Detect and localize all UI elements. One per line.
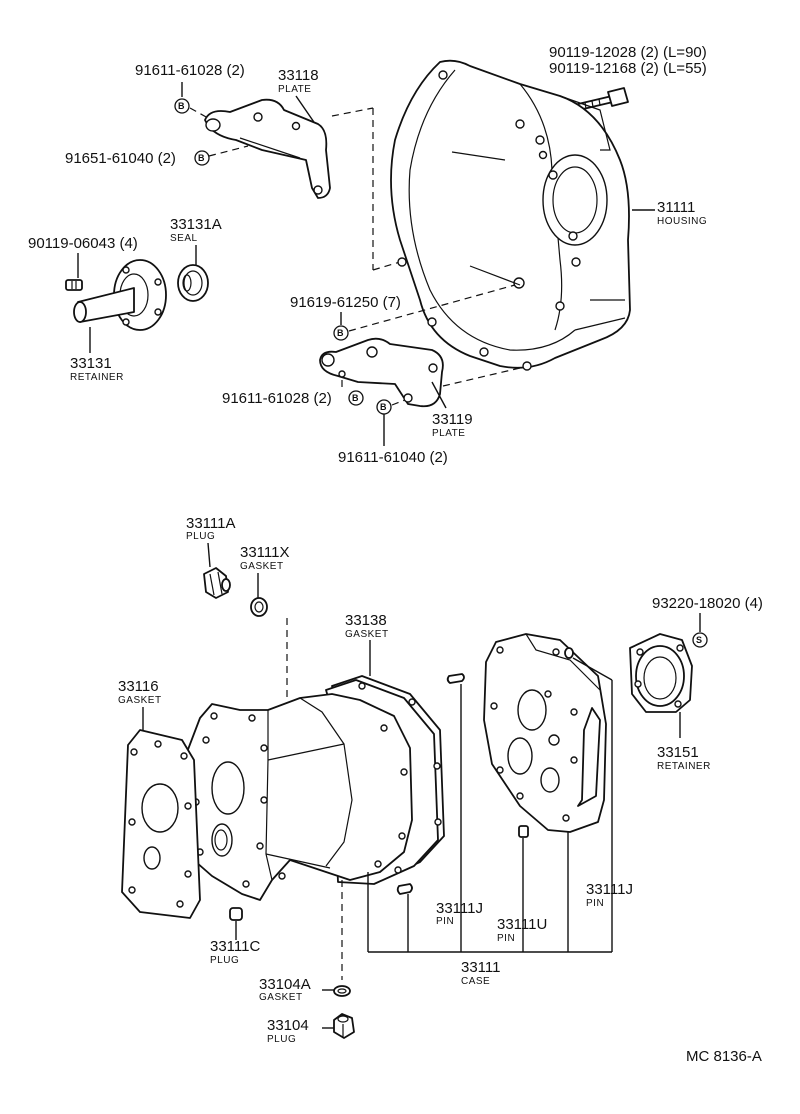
part-33151-number: 33151 [657, 744, 699, 761]
part-33111U-number: 33111U [497, 916, 547, 933]
part-33138-number: 33138 [345, 612, 387, 629]
part-33131A-name: SEAL [170, 233, 198, 244]
part-33119-number: 33119 [432, 411, 473, 428]
bolt-symbol: B [194, 150, 210, 166]
part-33111J-a-name: PIN [436, 916, 454, 927]
diagram-code: MC 8136-A [686, 1048, 762, 1065]
input-shaft-retainer-33131 [73, 259, 167, 331]
gasket-33104A [333, 985, 351, 997]
svg-text:B: B [178, 101, 185, 111]
part-33104-number: 33104 [267, 1017, 309, 1034]
part-33111U-name: PIN [497, 933, 515, 944]
part-33138-name: GASKET [345, 629, 389, 640]
part-33111J-b-name: PIN [586, 898, 604, 909]
part-33111-name: CASE [461, 976, 490, 987]
plug-33104 [333, 1013, 355, 1039]
part-33104-name: PLUG [267, 1034, 296, 1045]
pin-33111J-upper [446, 673, 465, 684]
fastener-91611-61040-label: 91611-61040 (2) [338, 449, 448, 466]
part-33119-name: PLATE [432, 428, 465, 439]
part-33111X-number: 33111X [240, 544, 290, 561]
part-31111-number: 31111 [657, 199, 695, 216]
fastener-90119-12028-label: 90119-12028 (2) (L=90) [549, 44, 707, 61]
part-33151-name: RETAINER [657, 761, 711, 772]
adapter-plate [483, 633, 607, 833]
bolt-symbol: B [376, 399, 392, 415]
housing-bolt [577, 87, 629, 111]
pin-lower [396, 883, 413, 895]
part-33111A-name: PLUG [186, 531, 215, 542]
part-33118-number: 33118 [278, 67, 319, 84]
gasket-33111X [250, 597, 268, 617]
part-33111C-number: 33111C [210, 938, 260, 955]
fastener-91611-61028-lower-label: 91611-61028 (2) [222, 390, 332, 407]
part-33111A-number: 33111A [186, 515, 236, 532]
oil-seal-33131A [177, 264, 209, 302]
plug-33111C [229, 907, 243, 921]
part-31111-name: HOUSING [657, 216, 707, 227]
case-callout-lines [367, 657, 613, 953]
part-33116-name: GASKET [118, 695, 162, 706]
bolt-symbol: B [348, 390, 364, 406]
bolt-symbol: B [174, 82, 190, 114]
stud-symbol: S [692, 613, 708, 648]
fastener-91611-61028-label: 91611-61028 (2) [135, 62, 245, 79]
fastener-90119-12168-label: 90119-12168 (2) (L=55) [549, 60, 707, 77]
fastener-91619-61250-label: 91619-61250 (7) [290, 294, 401, 311]
plug-33111A [203, 567, 231, 599]
part-33118-name: PLATE [278, 84, 311, 95]
transmission-case-33111 [183, 693, 413, 901]
plate-33119 [319, 337, 444, 408]
pin-33111J-right [564, 647, 574, 659]
part-33131-number: 33131 [70, 355, 112, 372]
part-33104A-name: GASKET [259, 992, 303, 1003]
fastener-91651-61040-label: 91651-61040 (2) [65, 150, 176, 167]
part-33111-number: 33111 [461, 959, 501, 976]
plate-33118 [204, 98, 331, 199]
part-33131-name: RETAINER [70, 372, 124, 383]
part-33111C-name: PLUG [210, 955, 239, 966]
pin-33111U [518, 825, 529, 838]
part-33111J-b-number: 33111J [586, 881, 633, 898]
svg-text:S: S [696, 635, 702, 645]
gasket-33116 [121, 729, 201, 919]
retainer-bolt [65, 279, 83, 291]
fastener-90119-06043-label: 90119-06043 (4) [28, 235, 138, 252]
part-33116-number: 33116 [118, 678, 159, 695]
fastener-93220-18020-label: 93220-18020 (4) [652, 595, 763, 612]
svg-text:B: B [352, 393, 359, 403]
part-33111X-name: GASKET [240, 561, 284, 572]
part-33111J-a-number: 33111J [436, 900, 483, 917]
clutch-housing [390, 59, 631, 371]
svg-text:B: B [337, 328, 344, 338]
bolt-symbol: B [333, 312, 349, 341]
retainer-33151 [629, 633, 693, 713]
part-33104A-number: 33104A [259, 976, 311, 993]
svg-text:B: B [380, 402, 387, 412]
svg-text:B: B [198, 153, 205, 163]
part-33131A-number: 33131A [170, 216, 222, 233]
